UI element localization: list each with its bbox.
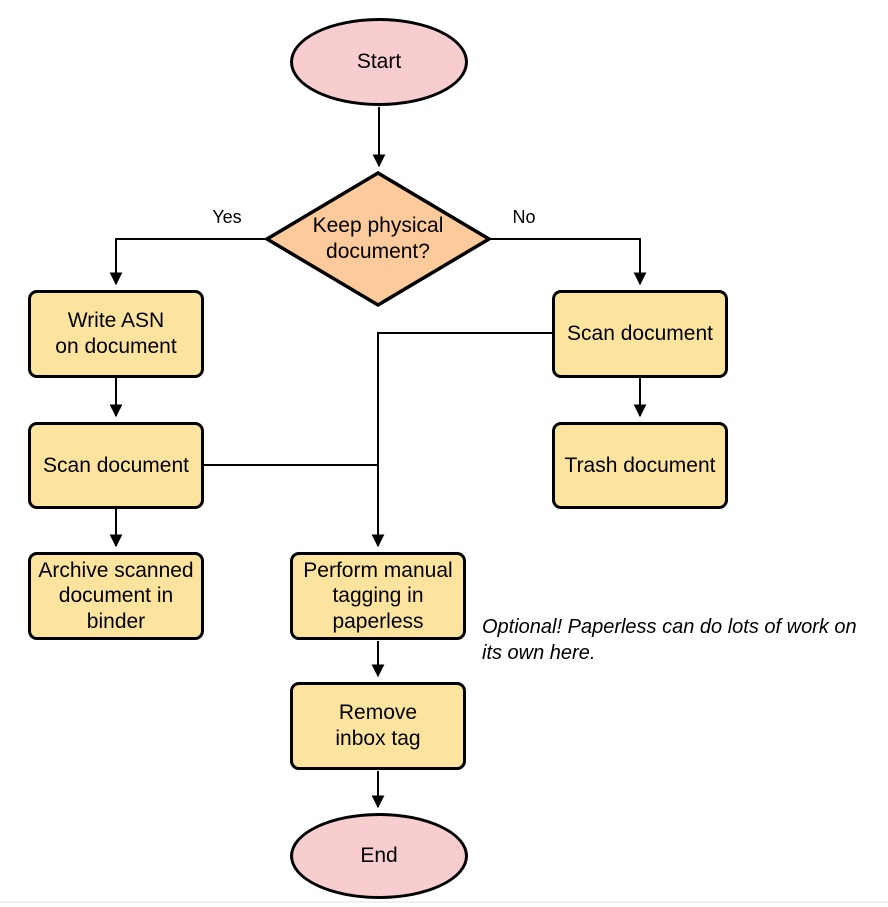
bottom-divider xyxy=(0,901,888,903)
node-decision-keep-physical: Keep physical document? xyxy=(288,211,468,267)
node-scan-left-label: Scan document xyxy=(43,453,189,477)
node-archive-binder: Archive scanned document in binder xyxy=(28,552,204,640)
node-scan-document-left: Scan document xyxy=(28,422,204,509)
edge-decision-yes-to-write-asn xyxy=(109,238,267,286)
edge-label-no: No xyxy=(512,207,536,227)
node-remove-inbox-tag: Remove inbox tag xyxy=(290,682,466,770)
node-start: Start xyxy=(290,18,468,106)
annotation-optional: Optional! Paperless can do lots of work … xyxy=(482,616,857,664)
node-write-asn: Write ASN on document xyxy=(28,290,204,378)
node-trash-document: Trash document xyxy=(552,422,728,509)
edge-scan-right-to-tagging xyxy=(371,332,552,548)
node-remove-inbox-label: Remove inbox tag xyxy=(335,701,421,750)
node-manual-tagging: Perform manual tagging in paperless xyxy=(290,552,466,640)
node-archive-label: Archive scanned document in binder xyxy=(38,558,194,633)
node-write-asn-label: Write ASN on document xyxy=(55,309,177,358)
node-end: End xyxy=(290,813,468,899)
node-tagging-label: Perform manual tagging in paperless xyxy=(303,558,453,633)
node-end-label: End xyxy=(360,844,398,868)
edge-label-yes: Yes xyxy=(212,207,242,227)
node-trash-label: Trash document xyxy=(564,453,716,477)
node-decision-label: Keep physical document? xyxy=(312,213,444,263)
node-scan-right-label: Scan document xyxy=(567,322,713,346)
node-scan-document-right: Scan document xyxy=(552,290,728,378)
edge-decision-no-to-scan-right xyxy=(489,238,647,286)
node-start-label: Start xyxy=(356,50,402,74)
